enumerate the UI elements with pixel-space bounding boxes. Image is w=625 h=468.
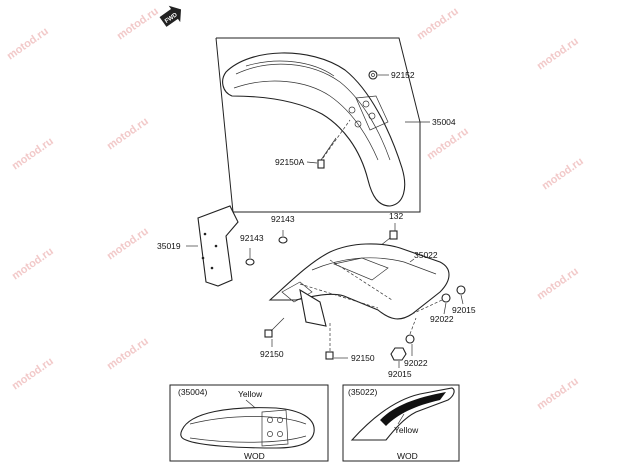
watermark: motod.ru — [5, 25, 51, 62]
watermark: motod.ru — [115, 5, 161, 42]
watermark: motod.ru — [535, 265, 581, 302]
callout-92015-lower: 92015 — [388, 369, 412, 379]
watermark: motod.ru — [105, 225, 151, 262]
washer-92152 — [368, 70, 378, 80]
callout-35022: 35022 — [414, 250, 438, 260]
watermark: motod.ru — [10, 355, 56, 392]
leader-line — [409, 317, 417, 335]
leader-line — [397, 413, 405, 425]
leader-line — [411, 299, 443, 315]
watermark: motod.ru — [105, 115, 151, 152]
inset-right-color: Yellow — [394, 425, 419, 435]
inset-left-ref: (35004) — [178, 387, 207, 397]
inset-right-caption: WOD — [397, 451, 418, 461]
leader-line — [306, 161, 318, 164]
inset-left-color: Yellow — [238, 389, 263, 399]
watermark: motod.ru — [540, 155, 586, 192]
callout-132: 132 — [389, 211, 403, 221]
nut-92015-upper — [456, 285, 466, 295]
grommet-92143-upper — [278, 236, 288, 244]
inset-rear-fender: (35022) Yellow WOD — [342, 384, 460, 462]
nut-92015-lower — [390, 347, 407, 361]
bolt-92150A — [317, 137, 337, 169]
bolt-132 — [379, 230, 398, 247]
leader-line — [443, 302, 447, 315]
callout-92143-upper: 92143 — [271, 214, 295, 224]
callout-35004: 35004 — [432, 117, 456, 127]
rear-fender-part — [268, 243, 450, 327]
callout-92150-center: 92150 — [351, 353, 375, 363]
front-direction-icon: FWD — [159, 5, 182, 27]
washer-92022-lower — [405, 334, 415, 344]
front-fender-part — [222, 52, 406, 207]
inset-left-caption: WOD — [244, 451, 265, 461]
group-bracket-side — [215, 37, 234, 213]
callout-92152: 92152 — [391, 70, 415, 80]
watermark: motod.ru — [10, 245, 56, 282]
leader-line — [460, 294, 464, 305]
watermark: motod.ru — [10, 135, 56, 172]
washer-92022-upper — [441, 293, 451, 303]
inset-front-fender: (35004) Yellow WOD — [169, 384, 329, 462]
grommet-92143-lower — [245, 258, 255, 266]
callout-92015-upper: 92015 — [452, 305, 476, 315]
callout-92143-lower: 92143 — [240, 233, 264, 243]
watermark: motod.ru — [535, 375, 581, 412]
leader-line — [409, 258, 415, 263]
bolt-92150-center — [325, 322, 334, 360]
callout-35019: 35019 — [157, 241, 181, 251]
callout-92150A: 92150A — [275, 157, 305, 167]
callout-92022-lower: 92022 — [404, 358, 428, 368]
callout-92150-left: 92150 — [260, 349, 284, 359]
callout-92022-upper: 92022 — [430, 314, 454, 324]
watermark: motod.ru — [415, 5, 461, 42]
number-plate-35019 — [197, 205, 239, 287]
watermark: motod.ru — [425, 125, 471, 162]
inset-right-ref: (35022) — [348, 387, 377, 397]
watermark: motod.ru — [105, 335, 151, 372]
leader-line — [322, 119, 351, 159]
bolt-92150-left — [264, 317, 285, 338]
watermark: motod.ru — [535, 35, 581, 72]
